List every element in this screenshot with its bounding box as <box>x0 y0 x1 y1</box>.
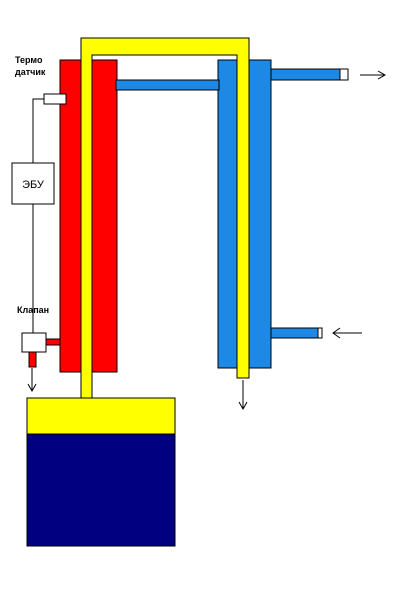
tank-liquid <box>26 433 176 547</box>
cooling-inlet-pipe <box>270 327 323 339</box>
arrow-down-icon <box>238 380 248 411</box>
arrow-left-icon <box>332 327 362 339</box>
cooling-inlet-cap <box>317 327 323 339</box>
cooling-connector-pipe <box>115 79 220 91</box>
valve-body <box>21 332 47 353</box>
cooling-outlet-pipe <box>270 68 348 81</box>
ecu-box <box>11 162 55 205</box>
tank-vapor-space <box>26 397 176 435</box>
cooling-outlet-cap <box>339 68 349 81</box>
valve-outlet <box>28 351 37 368</box>
arrow-down-icon <box>27 368 37 393</box>
valve-feed-pipe <box>45 338 61 346</box>
thermo-sensor <box>43 93 67 105</box>
thermo-sensor-label-line1: Термо <box>15 55 43 65</box>
tank <box>26 397 176 547</box>
ecu-label: ЭБУ <box>22 179 45 191</box>
arrow-right-icon <box>360 70 387 80</box>
sensor-wire <box>32 98 44 163</box>
thermo-sensor-label-line2: датчик <box>15 67 46 77</box>
valve-label: Клапан <box>17 305 49 315</box>
